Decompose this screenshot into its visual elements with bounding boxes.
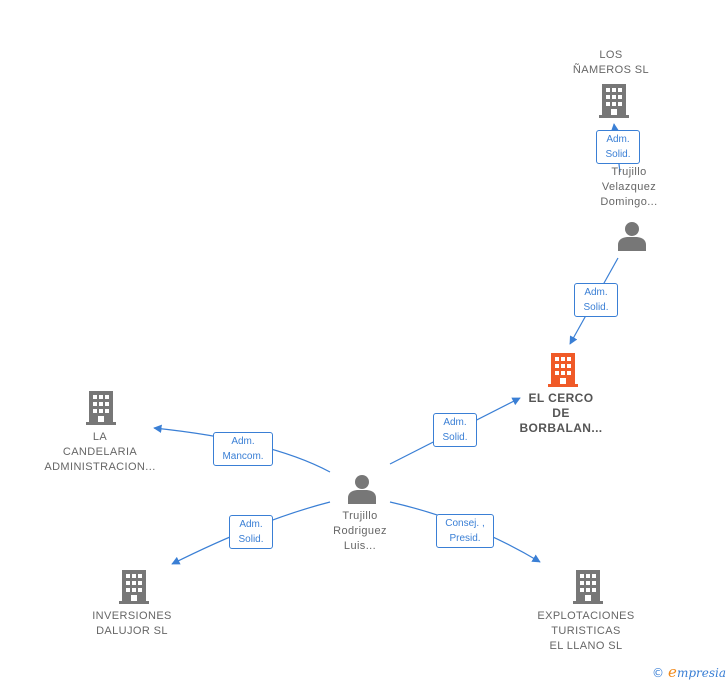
building-icon [86,391,116,425]
edge-label-adm-solid: Adm. Solid. [433,413,477,447]
building-focus-icon [548,353,578,387]
person-icon [618,222,646,251]
edge-label-consej-presid: Consej. , Presid. [436,514,494,548]
person-icon [348,475,376,504]
edge-label-adm-solid: Adm. Solid. [574,283,618,317]
node-el-cerco[interactable]: EL CERCO DE BORBALAN... [519,391,603,435]
node-inversiones[interactable]: INVERSIONES DALUJOR SL [92,610,172,637]
edge-label-adm-solid: Adm. Solid. [596,130,640,164]
brand-footer: ©empresia [652,663,726,681]
building-icon [599,84,629,118]
node-trujillo-velazquez[interactable]: Trujillo Velazquez Domingo... [600,166,658,208]
node-los-nameros[interactable]: LOS ÑAMEROS SL [572,49,650,76]
node-explotaciones[interactable]: EXPLOTACIONES TURISTICAS EL LLANO SL [537,610,635,652]
copyright-symbol: © [652,666,665,680]
edge-label-adm-mancom: Adm. Mancom. [213,432,273,466]
edge-label-adm-solid: Adm. Solid. [229,515,273,549]
node-la-candelaria[interactable]: LA CANDELARIA ADMINISTRACION... [44,431,156,473]
brand-logo-text: mpresia [676,666,726,680]
building-icon [119,570,149,604]
building-icon [573,570,603,604]
node-trujillo-rodriguez[interactable]: Trujillo Rodriguez Luis... [333,510,387,552]
brand-logo-initial: e [668,663,677,681]
